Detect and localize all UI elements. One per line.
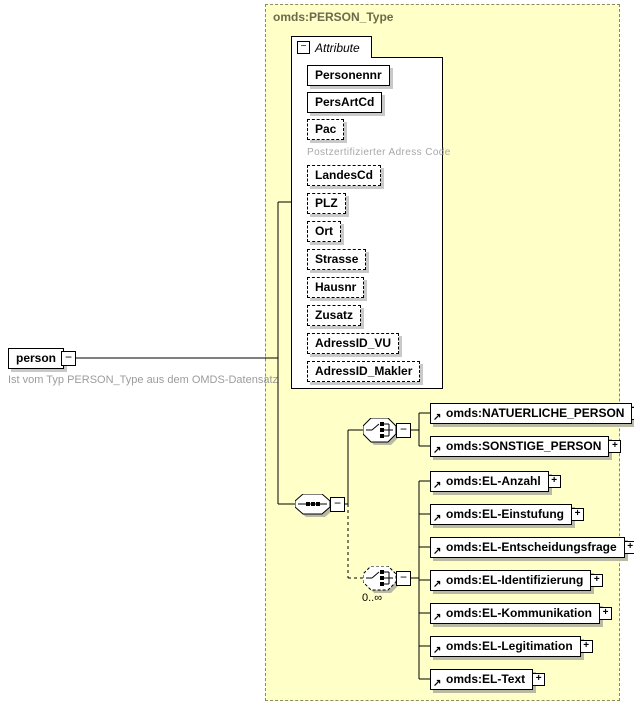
person-annotation: Ist vom Typ PERSON_Type aus dem OMDS-Dat… (8, 374, 279, 386)
attribute-plz[interactable]: PLZ (307, 193, 346, 214)
attribute-landescd[interactable]: LandesCd (307, 165, 382, 186)
attribute-label: AdressID_VU (315, 336, 392, 350)
element-sonstige-person[interactable]: ↗ omds:SONSTIGE_PERSON + (430, 436, 622, 457)
attribute-adressid-makler[interactable]: AdressID_Makler (307, 361, 421, 382)
element-el-einstufung[interactable]: ↗ omds:EL-Einstufung + (430, 504, 584, 525)
choice-connector-icon[interactable] (363, 418, 403, 449)
expand-icon[interactable]: + (570, 508, 584, 521)
occurrence-label: 0..∞ (362, 592, 383, 604)
element-label: omds:EL-Legitimation (446, 639, 573, 653)
element-person-label: person (16, 351, 57, 365)
attribute-personennr[interactable]: Personennr (307, 65, 390, 86)
choice-optional-connector-icon[interactable] (363, 566, 403, 597)
attribute-zusatz[interactable]: Zusatz (307, 305, 362, 326)
sequence-collapse-icon[interactable]: − (330, 497, 345, 512)
expand-icon[interactable]: + (579, 640, 593, 653)
attribute-pac[interactable]: Pac (307, 119, 345, 140)
person-collapse-icon[interactable]: − (61, 351, 76, 366)
choice-el-collapse-icon[interactable]: − (396, 571, 411, 586)
attribute-label: Zusatz (315, 308, 354, 322)
reference-arrow-icon: ↗ (433, 412, 442, 423)
attribute-label: PLZ (315, 196, 338, 210)
expand-icon[interactable]: + (608, 440, 622, 453)
expand-icon[interactable]: + (532, 673, 546, 686)
choice-person-collapse-icon[interactable]: − (396, 423, 411, 438)
sequence-connector-icon[interactable] (295, 494, 337, 521)
reference-arrow-icon: ↗ (433, 480, 442, 491)
attribute-strasse[interactable]: Strasse (307, 249, 367, 270)
attribute-adressid-vu[interactable]: AdressID_VU (307, 333, 400, 354)
element-el-identifizierung[interactable]: ↗ omds:EL-Identifizierung + (430, 570, 604, 591)
attribute-ort[interactable]: Ort (307, 221, 341, 242)
type-container-label: omds:PERSON_Type (273, 10, 394, 24)
element-el-anzahl[interactable]: ↗ omds:EL-Anzahl + (430, 471, 561, 492)
reference-arrow-icon: ↗ (433, 546, 442, 557)
attribute-label: AdressID_Makler (315, 364, 413, 378)
expand-icon[interactable]: + (590, 574, 604, 587)
attribute-label: Hausnr (315, 280, 357, 294)
attributes-collapse-icon[interactable]: − (297, 41, 310, 54)
element-label: omds:NATUERLICHE_PERSON (446, 406, 625, 420)
element-label: omds:EL-Einstufung (446, 507, 564, 521)
reference-arrow-icon: ↗ (433, 612, 442, 623)
attribute-label: LandesCd (315, 168, 374, 182)
attributes-header-label: Attribute (315, 40, 360, 55)
pac-annotation: Postzertifizierter Adress Code (307, 147, 451, 158)
element-el-entscheidungsfrage[interactable]: ↗ omds:EL-Entscheidungsfrage + (430, 537, 634, 558)
expand-icon[interactable]: + (623, 541, 634, 554)
element-label: omds:EL-Entscheidungsfrage (446, 540, 617, 554)
element-natuerliche-person[interactable]: ↗ omds:NATUERLICHE_PERSON + (430, 403, 634, 424)
element-el-text[interactable]: ↗ omds:EL-Text + (430, 669, 546, 690)
attribute-label: Ort (315, 224, 333, 238)
element-el-kommunikation[interactable]: ↗ omds:EL-Kommunikation + (430, 603, 612, 624)
attribute-hausnr[interactable]: Hausnr (307, 277, 365, 298)
element-label: omds:EL-Identifizierung (446, 573, 584, 587)
attribute-label: Strasse (315, 252, 359, 266)
element-label: omds:EL-Anzahl (446, 474, 541, 488)
element-label: omds:EL-Text (446, 672, 526, 686)
element-label: omds:SONSTIGE_PERSON (446, 439, 602, 453)
reference-arrow-icon: ↗ (433, 678, 442, 689)
attribute-label: Personennr (315, 68, 382, 82)
expand-icon[interactable]: + (631, 407, 634, 420)
reference-arrow-icon: ↗ (433, 579, 442, 590)
reference-arrow-icon: ↗ (433, 645, 442, 656)
element-label: omds:EL-Kommunikation (446, 606, 592, 620)
attributes-header[interactable]: − Attribute (291, 36, 372, 58)
attribute-label: Pac (315, 122, 337, 136)
element-el-legitimation[interactable]: ↗ omds:EL-Legitimation + (430, 636, 593, 657)
expand-icon[interactable]: + (599, 607, 612, 620)
reference-arrow-icon: ↗ (433, 513, 442, 524)
attribute-persartcd[interactable]: PersArtCd (307, 92, 383, 113)
reference-arrow-icon: ↗ (433, 445, 442, 456)
attribute-label: PersArtCd (315, 95, 375, 109)
element-person[interactable]: person (8, 348, 65, 369)
expand-icon[interactable]: + (547, 475, 561, 488)
